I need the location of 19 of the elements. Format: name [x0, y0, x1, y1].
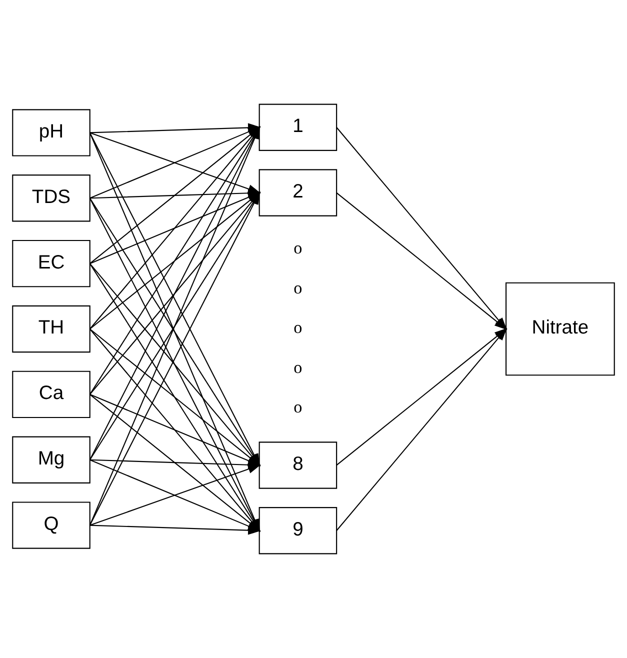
node-box: pH	[12, 109, 90, 156]
node-box: TH	[12, 305, 90, 353]
arrow	[90, 464, 261, 526]
node-box: 1	[258, 104, 338, 151]
node-box: 9	[258, 507, 338, 554]
label: o	[294, 397, 302, 416]
label: o	[294, 278, 302, 298]
node-box: 8	[258, 442, 338, 489]
node-box: EC	[12, 240, 90, 288]
node-box: Ca	[12, 370, 90, 418]
label: o	[294, 238, 302, 258]
arrow	[90, 524, 261, 535]
node-box: TDS	[12, 174, 90, 222]
node-box: Mg	[12, 436, 90, 484]
node-box: 2	[258, 169, 338, 216]
node-box: Q	[12, 502, 90, 549]
node-box: Nitrate	[506, 282, 615, 376]
label: o	[294, 358, 302, 377]
label: o	[294, 318, 302, 338]
